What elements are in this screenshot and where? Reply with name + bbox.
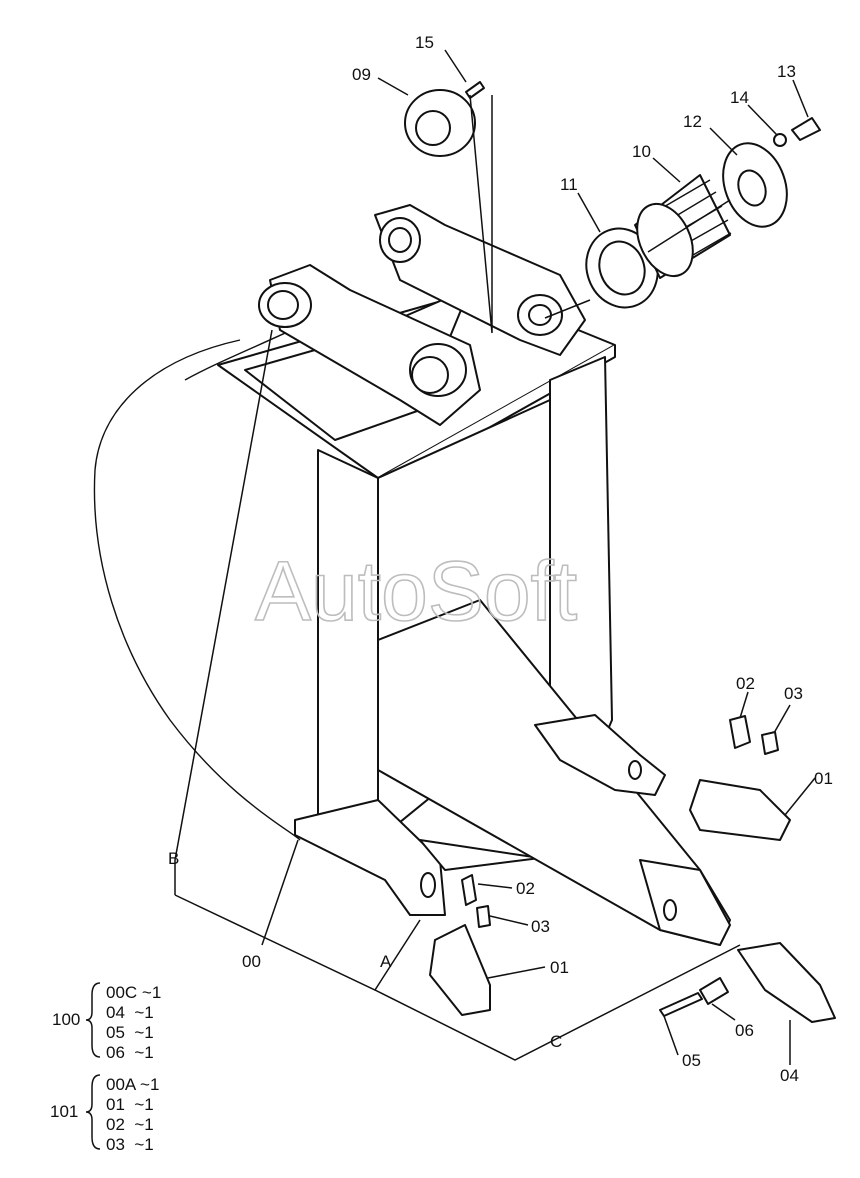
tooth-01-left: [429, 924, 491, 1016]
beam-tip-pinhole: [663, 899, 677, 921]
callout-02-left: 02: [516, 879, 535, 898]
pin-03-right: [761, 731, 779, 755]
beam-tip: [639, 859, 731, 946]
leader-09: [377, 77, 409, 96]
ref-line-a: [174, 894, 421, 991]
callout-11: 11: [560, 175, 578, 194]
pin-03-left: [476, 905, 491, 928]
leader-06: [711, 1003, 736, 1021]
left-adapter-pinhole: [420, 872, 436, 898]
shank-left: [317, 449, 379, 841]
bore-front-inner: [411, 356, 449, 394]
tooth-04: [737, 942, 836, 1023]
bore-mid-right-inner: [528, 304, 552, 326]
legend-101-item: 00A ~1: [106, 1075, 159, 1094]
callout-13: 13: [777, 62, 796, 81]
legend-100-brace: [85, 982, 101, 1058]
callout-03-right: 03: [784, 684, 803, 703]
plate-12-bore: [737, 169, 767, 207]
leader-03-right: [773, 704, 791, 734]
bucket-side-outline: [93, 339, 301, 841]
callout-03-left: 03: [531, 917, 550, 936]
legend-100-item: 00C ~1: [106, 983, 161, 1002]
bushing-06: [699, 977, 729, 1005]
tooth-01-right: [689, 779, 791, 841]
ref-label-b: B: [168, 849, 179, 868]
cap-09-bore: [415, 110, 451, 146]
leader-14: [747, 104, 778, 136]
leader-01-left: [487, 966, 546, 979]
watermark-text: AutoSoft: [255, 544, 577, 638]
explode-line-15-09: [469, 94, 493, 334]
leader-02-left: [477, 883, 513, 889]
leader-05: [663, 1015, 679, 1056]
callout-05: 05: [682, 1051, 701, 1070]
callout-01-right: 01: [814, 769, 833, 788]
adapter-left: [294, 799, 446, 916]
lock-02-left: [461, 874, 477, 906]
callout-09: 09: [352, 65, 371, 84]
ring-11-inner: [598, 240, 646, 296]
lock-02-right: [729, 715, 751, 749]
callout-06: 06: [735, 1021, 754, 1040]
leader-03-left: [489, 915, 529, 926]
callout-10: 10: [632, 142, 651, 161]
legend-101-item: 01 ~1: [106, 1095, 154, 1114]
callout-14: 14: [730, 88, 749, 107]
left-fin: [419, 839, 541, 871]
explode-line-axis: [544, 199, 731, 319]
legend-101-item: 02 ~1: [106, 1115, 154, 1134]
ref-line-c: [374, 944, 741, 1061]
leader-12: [709, 127, 738, 156]
bore-back-inner: [388, 227, 412, 253]
legend-100-number: 100: [52, 1010, 80, 1029]
pin-05: [659, 992, 703, 1017]
callout-00: 00: [242, 952, 261, 971]
bolt-13: [791, 117, 821, 141]
callout-12: 12: [683, 112, 702, 131]
leader-01-right: [784, 777, 816, 816]
washer-14: [773, 133, 787, 147]
legend-100-item: 05 ~1: [106, 1023, 154, 1042]
legend-101-brace: [85, 1074, 101, 1150]
legend-100-item: 06 ~1: [106, 1043, 154, 1062]
pin-15: [465, 81, 485, 99]
leader-02-right: [739, 691, 749, 719]
leader-10: [652, 157, 681, 183]
callout-15: 15: [415, 33, 434, 52]
sleeve-10-end: [636, 202, 694, 278]
ref-label-c: C: [550, 1032, 562, 1051]
ref-line-b: [174, 329, 273, 895]
leader-13: [792, 79, 809, 118]
right-adapter-pinhole: [628, 760, 642, 780]
leader-11: [577, 192, 601, 233]
callout-01-left: 01: [550, 958, 569, 977]
leader-15: [444, 49, 467, 83]
legend-101-number: 101: [50, 1102, 78, 1121]
callout-02-right: 02: [736, 674, 755, 693]
legend-101-item: 03 ~1: [106, 1135, 154, 1154]
bore-top-left-inner: [267, 290, 299, 320]
legend-100-item: 04 ~1: [106, 1003, 154, 1022]
leader-00: [261, 839, 299, 946]
callout-04: 04: [780, 1066, 799, 1085]
ref-label-a: A: [380, 952, 392, 971]
